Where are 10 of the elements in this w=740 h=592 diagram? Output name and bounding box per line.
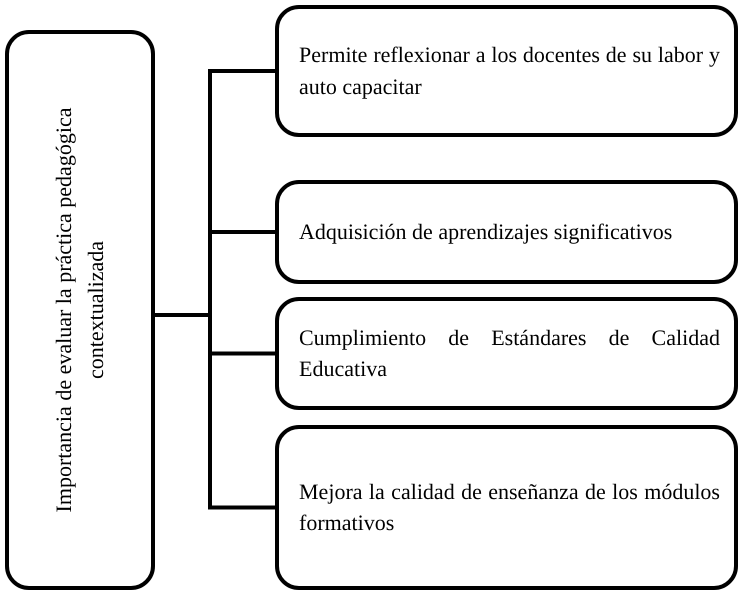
item-box: [275, 425, 738, 590]
item-text: Mejora la calidad de enseñanza de los módulos formativos: [299, 478, 720, 538]
item-text: Cumplimiento de Estándares de Calidad Educativa: [299, 324, 720, 384]
item-box: [275, 5, 738, 137]
item-box: [275, 180, 738, 284]
item-box: [275, 297, 738, 410]
item-text: Permite reflexionar a los docentes de su labor y auto capacitar: [299, 41, 720, 101]
topic-text: Importancia de evaluar la práctica pedagógica contextualizada: [50, 106, 109, 514]
item-text: Adquisición de aprendizajes significativos: [299, 218, 674, 246]
main-topic-box: [5, 30, 155, 590]
